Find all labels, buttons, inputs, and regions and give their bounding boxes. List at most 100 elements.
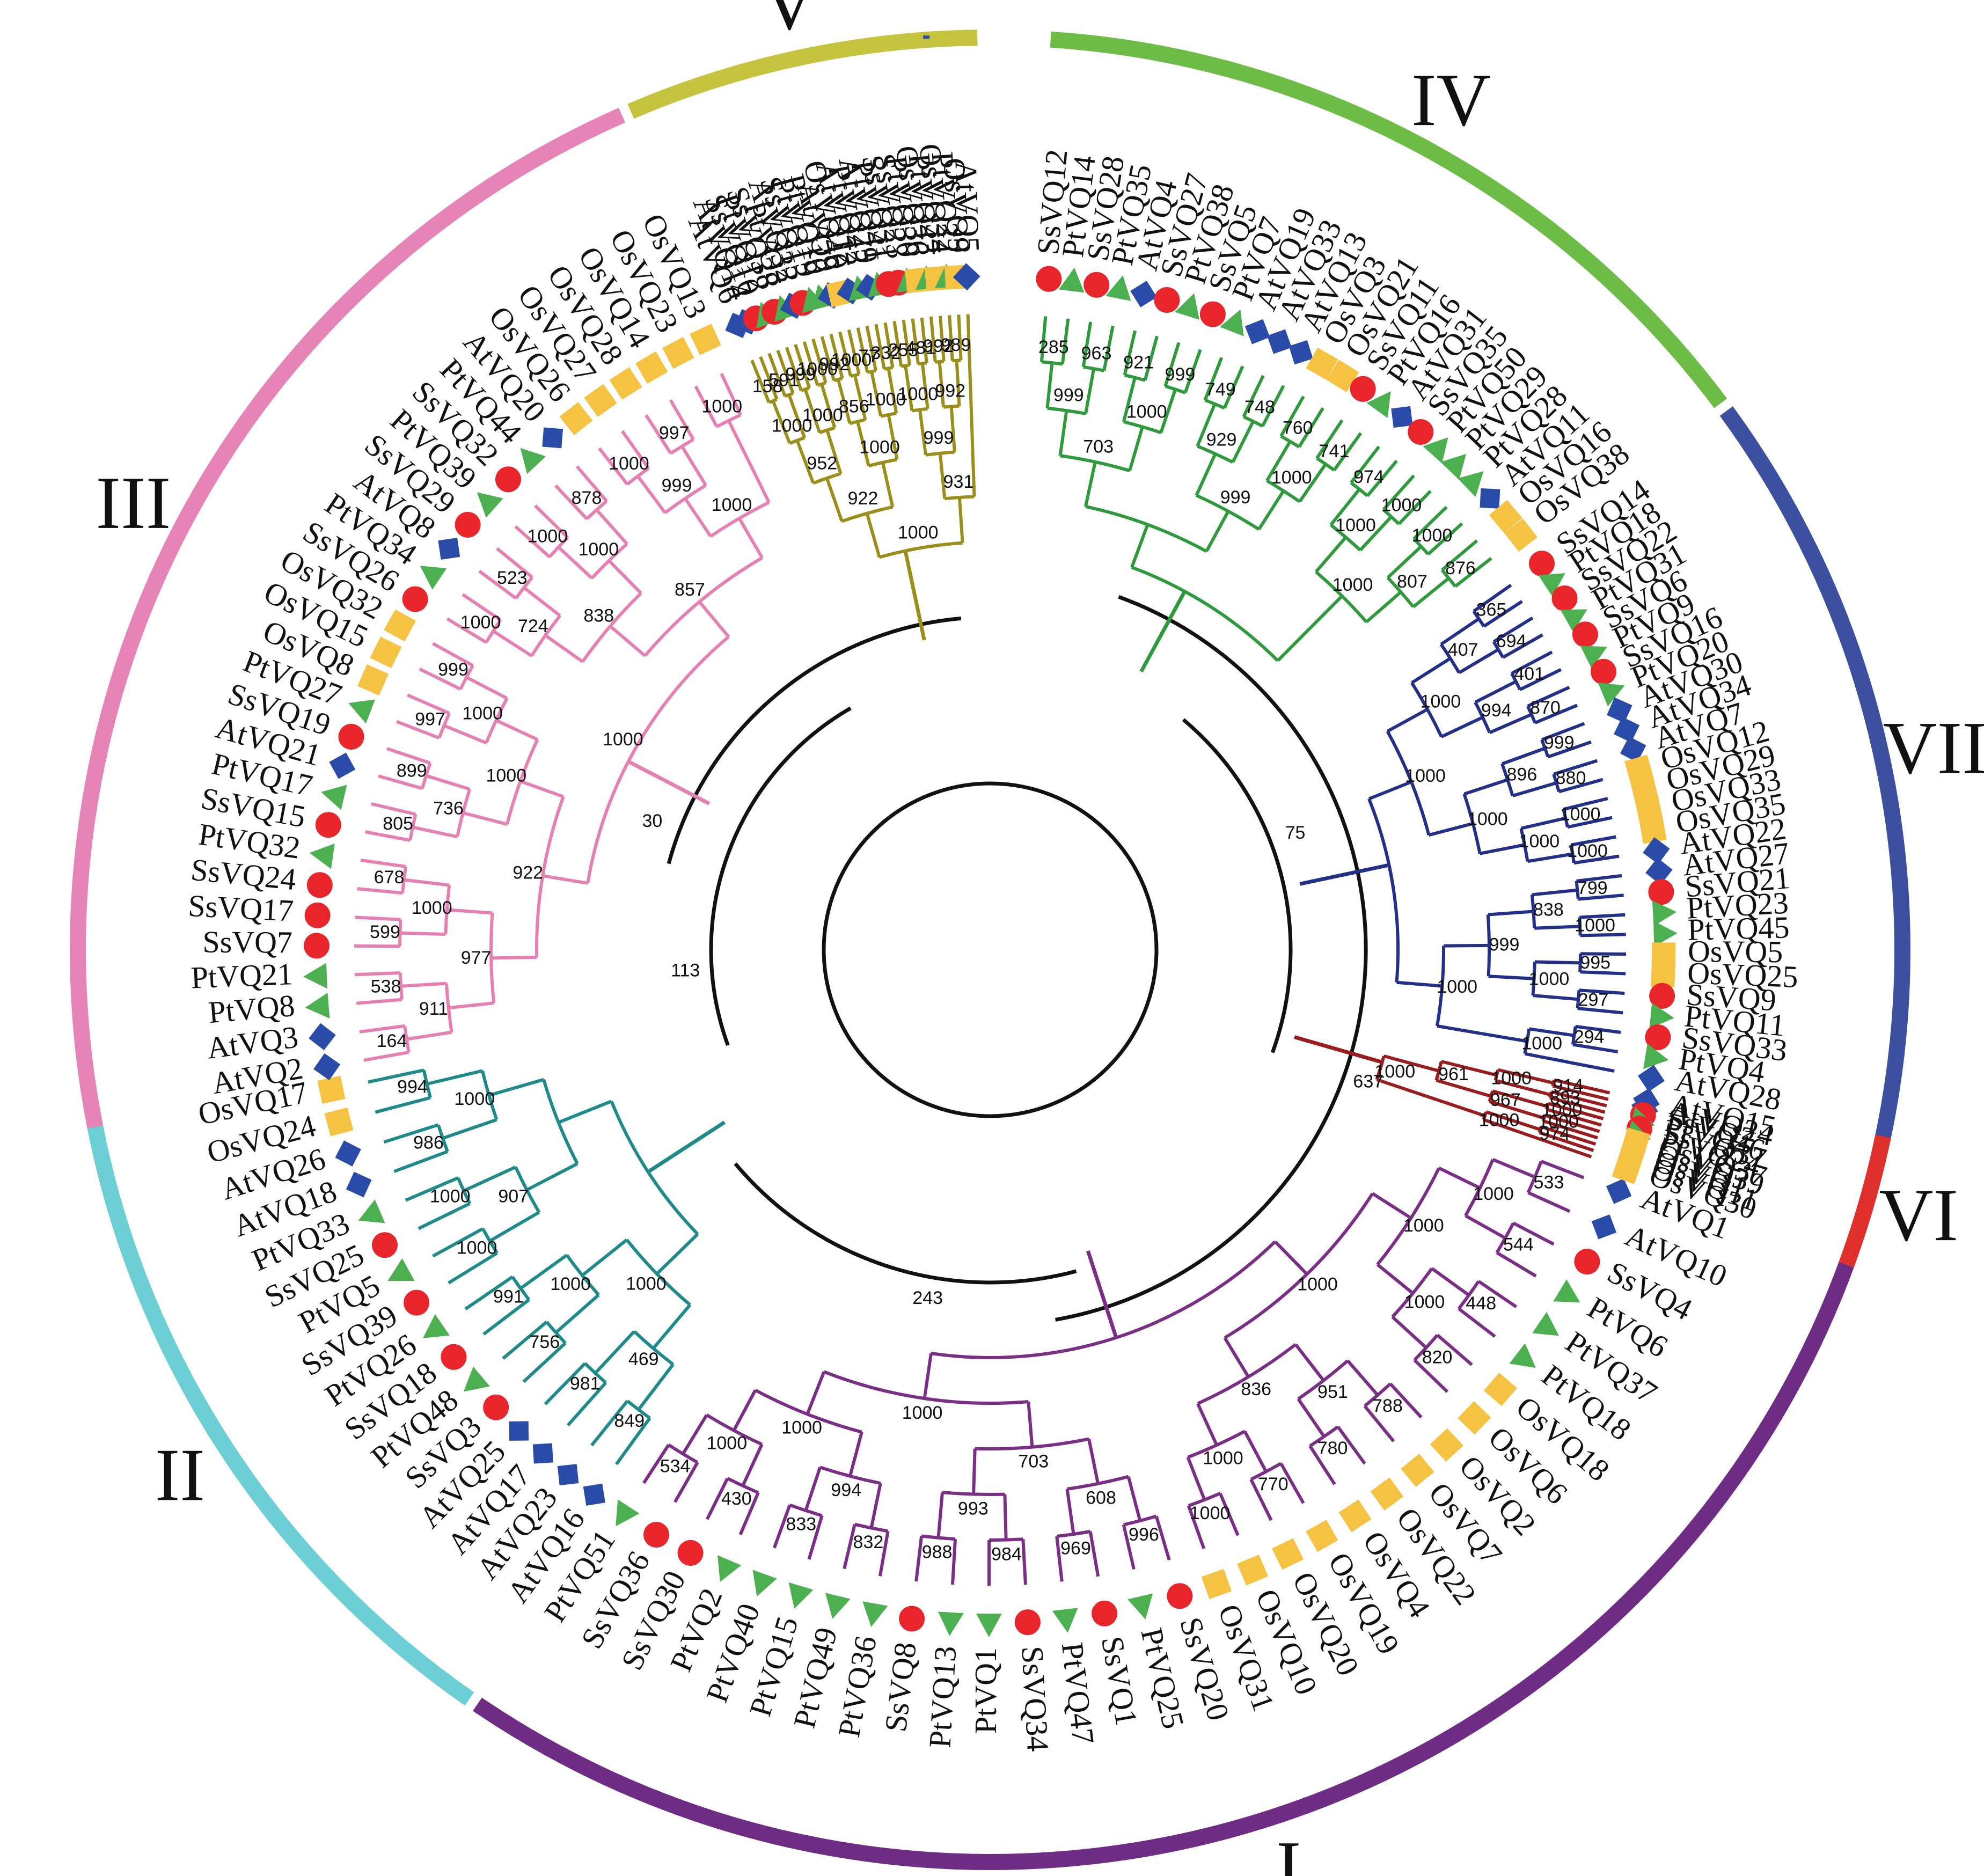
branch-III [478, 569, 517, 600]
group-stem-V [903, 550, 926, 641]
branch-VII [1512, 781, 1557, 797]
leaf-label: OsVQ25 [1687, 955, 1799, 994]
branch-IV [1084, 368, 1096, 414]
leaf-marker-diamond-icon [1591, 1214, 1617, 1240]
branch-I [1186, 1456, 1206, 1500]
branch-III [727, 420, 751, 463]
branch-III [738, 517, 764, 559]
branch-II [522, 1342, 567, 1383]
leaf-marker-circle-icon [677, 1540, 704, 1566]
branch-VII [1580, 933, 1626, 937]
leaf-marker-diamond-icon [1391, 406, 1413, 428]
branch-III [720, 372, 742, 416]
bootstrap-root: 113 [671, 961, 700, 981]
bootstrap-V: 1000 [772, 416, 812, 436]
branch-IV [1102, 325, 1115, 371]
branch-VI [1489, 1100, 1545, 1120]
leaf-label: SsVQ8 [878, 1640, 923, 1734]
leaf-marker-square-icon [1458, 1401, 1491, 1435]
branch-III [365, 830, 411, 842]
bootstrap-IV: 929 [1206, 429, 1237, 450]
bootstrap-V: 1000 [898, 523, 939, 543]
branch-arc-VII [1552, 773, 1561, 793]
branch-IV [1279, 395, 1305, 437]
branch-VII [1547, 740, 1592, 759]
branch-VII [1489, 713, 1532, 735]
bootstrap-V: 931 [943, 472, 974, 492]
branch-I [869, 1483, 882, 1529]
branch-arc-VII [1540, 739, 1550, 758]
bootstrap-V: 332 [870, 343, 901, 363]
branch-VII [1501, 746, 1546, 766]
branch-V [870, 371, 883, 417]
branch-III [694, 385, 719, 428]
branch-II [590, 1399, 629, 1447]
bootstrap-VII: 1000 [1405, 766, 1446, 786]
root-arc [734, 1162, 1077, 1285]
branch-arc-II [565, 1254, 600, 1296]
branch-arc-V [867, 369, 876, 374]
leaf-label: AtVQ5 [948, 160, 986, 253]
bootstrap-VI: 1000 [1542, 1100, 1583, 1120]
branch-III [609, 625, 646, 657]
branch-IV [1123, 330, 1137, 376]
leaf-label: PtVQ22 [925, 150, 966, 254]
leaf-marker-diamond-icon [1288, 340, 1313, 365]
branch-VI [1492, 1089, 1548, 1108]
branch-I [1243, 1430, 1268, 1472]
branch-III [462, 593, 502, 621]
bootstrap-III: 678 [374, 867, 405, 888]
branch-arc-V [868, 458, 898, 467]
branch-VII [1480, 843, 1525, 855]
branch-arc-V [784, 392, 794, 398]
branch-arc-II [456, 1177, 472, 1205]
branch-I [1249, 1478, 1273, 1521]
bootstrap-IV: 748 [1244, 397, 1275, 417]
branch-VII [1527, 852, 1573, 863]
root-arc [667, 616, 962, 864]
branch-V [911, 318, 920, 364]
branch-arc-IV [1123, 420, 1162, 435]
leaf-marker-triangle-icon [1580, 646, 1607, 669]
branch-IV [1128, 426, 1144, 471]
group-arc-IV [1050, 31, 1727, 408]
branch-V [776, 349, 795, 394]
branch-IV [1039, 316, 1048, 362]
branch-arc-IV [1165, 384, 1186, 394]
branch-VII [1577, 1007, 1623, 1015]
branch-III [492, 629, 533, 657]
leaf-marker-circle-icon [402, 586, 428, 612]
leaf-label: PtVQ1 [968, 1647, 1003, 1734]
branch-V [892, 321, 903, 367]
leaf-marker-square-icon [1201, 1569, 1232, 1600]
bootstrap-VII: 994 [1481, 700, 1512, 721]
branch-V [938, 361, 945, 407]
branch-IV [1386, 545, 1423, 579]
leaf-marker-triangle-icon [1220, 309, 1244, 336]
branch-V [847, 329, 861, 375]
leaf-marker-triangle-icon [1509, 1343, 1536, 1368]
leaf-marker-circle-icon [1649, 983, 1675, 1009]
branch-arc-IV [1131, 566, 1279, 662]
branch-II [375, 1096, 431, 1114]
branch-VI [1537, 1137, 1592, 1159]
branch-II [526, 1162, 579, 1192]
leaf-marker-triangle-icon [717, 1555, 742, 1582]
bootstrap-V: 158 [752, 376, 783, 397]
bootstrap-I: 988 [922, 1542, 953, 1563]
branch-III [412, 825, 458, 839]
branch-arc-III [401, 866, 407, 893]
bootstrap-II: 994 [397, 1077, 428, 1097]
bootstrap-VII: 799 [1577, 878, 1608, 898]
branch-VI [1544, 1113, 1600, 1133]
group-stem-VI [1294, 1035, 1383, 1064]
bootstrap-I: 703 [1018, 1452, 1049, 1472]
bootstrap-I: 608 [1086, 1487, 1116, 1508]
bootstrap-I: 1000 [1297, 1274, 1338, 1295]
branch-II [432, 1227, 484, 1258]
branch-I [914, 1536, 924, 1582]
branch-V [966, 314, 971, 360]
bootstrap-IV: 999 [1053, 385, 1084, 405]
branch-arc-III [643, 556, 763, 657]
